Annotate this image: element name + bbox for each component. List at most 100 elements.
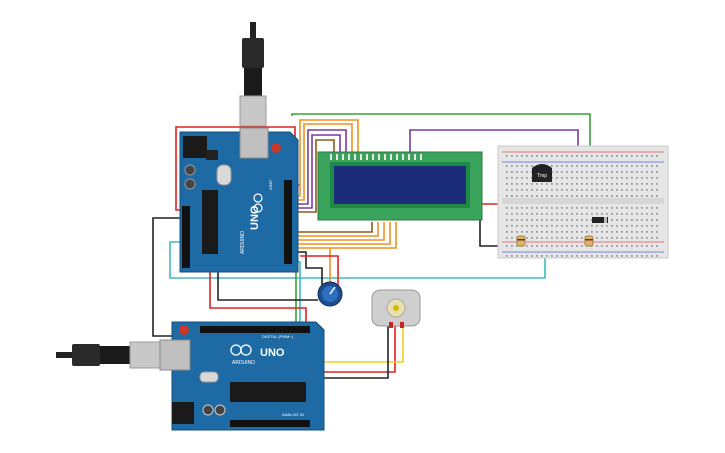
breadboard-hole (571, 245, 573, 247)
breadboard-hole (541, 213, 543, 215)
breadboard-hole (561, 231, 563, 233)
breadboard-hole (511, 165, 513, 167)
breadboard-hole (556, 231, 558, 233)
digital-header-bottom (200, 326, 310, 333)
breadboard-hole (556, 155, 558, 157)
temperature-sensor-icon[interactable]: Tmp (532, 164, 552, 182)
breadboard-hole (601, 171, 603, 173)
breadboard-hole (581, 171, 583, 173)
breadboard-hole (646, 207, 648, 209)
breadboard-hole (506, 155, 508, 157)
wire-red-2[interactable] (209, 254, 307, 322)
breadboard-hole (646, 255, 648, 257)
breadboard-hole (656, 213, 658, 215)
breadboard-hole (516, 255, 518, 257)
breadboard-hole (586, 177, 588, 179)
breadboard-hole (656, 207, 658, 209)
wire-orange-5[interactable] (290, 222, 391, 245)
breadboard-hole (656, 171, 658, 173)
breadboard-hole (596, 237, 598, 239)
breadboard-hole (651, 177, 653, 179)
breadboard-hole (621, 183, 623, 185)
breadboard-hole (606, 237, 608, 239)
breadboard-hole (526, 255, 528, 257)
breadboard-hole (656, 245, 658, 247)
breadboard-hole (511, 207, 513, 209)
breadboard-hole (601, 255, 603, 257)
breadboard-hole (566, 219, 568, 221)
breadboard-hole (561, 155, 563, 157)
breadboard-hole (586, 189, 588, 191)
usb-cable-bottom[interactable] (56, 341, 165, 369)
lcd-16x2[interactable] (317, 151, 483, 221)
breadboard-hole (611, 255, 613, 257)
wire-black-pot[interactable] (290, 251, 323, 292)
wire-purple-2[interactable] (290, 134, 341, 209)
resistor-icon-2[interactable] (584, 235, 594, 247)
breadboard-hole (546, 155, 548, 157)
reset-button-bottom[interactable] (179, 325, 189, 335)
breadboard-hole (616, 189, 618, 191)
breadboard-hole (621, 245, 623, 247)
breadboard-hole (606, 255, 608, 257)
breadboard-hole (556, 189, 558, 191)
breadboard-hole (546, 255, 548, 257)
breadboard-hole (516, 195, 518, 197)
breadboard-hole (556, 177, 558, 179)
wire-red-pot[interactable] (300, 255, 339, 292)
wire-brown-1[interactable] (290, 139, 335, 213)
breadboard-hole (596, 165, 598, 167)
wire-black-gnd[interactable] (152, 217, 186, 337)
breadboard-hole (591, 177, 593, 179)
breadboard-hole (516, 231, 518, 233)
breadboard-hole (551, 213, 553, 215)
usb-cable-top[interactable] (239, 22, 267, 127)
breadboard-hole (611, 231, 613, 233)
breadboard-hole (651, 165, 653, 167)
wire-orange-6[interactable] (290, 222, 397, 249)
breadboard-hole (581, 255, 583, 257)
breadboard-hole (601, 207, 603, 209)
breadboard-hole (551, 237, 553, 239)
breadboard-hole (631, 183, 633, 185)
breadboard-hole (541, 155, 543, 157)
breadboard-hole (531, 237, 533, 239)
breadboard-hole (546, 231, 548, 233)
breadboard-hole (511, 245, 513, 247)
wire-orange-2[interactable] (290, 123, 353, 201)
wire-orange-3[interactable] (290, 222, 379, 237)
breadboard-hole (571, 231, 573, 233)
wire-orange-4[interactable] (290, 222, 385, 241)
breadboard-hole (516, 171, 518, 173)
breadboard-hole (531, 213, 533, 215)
breadboard-hole (571, 195, 573, 197)
arduino-top[interactable]: UNO ARDUINO AREF (179, 127, 299, 273)
potentiometer-icon[interactable] (317, 281, 343, 307)
breadboard-hole (511, 255, 513, 257)
arduino-bottom[interactable]: UNO ARDUINO DIGITAL (PWM~) ANALOG IN (159, 321, 325, 431)
breadboard-hole (561, 189, 563, 191)
dc-motor-icon[interactable] (371, 289, 421, 328)
breadboard-hole (576, 219, 578, 221)
breadboard-hole (596, 155, 598, 157)
wire-purple-1[interactable] (290, 129, 347, 205)
wire-brown-2[interactable] (290, 222, 373, 233)
resistor-icon[interactable] (516, 235, 526, 247)
diode-icon[interactable] (592, 217, 608, 223)
board-logo-bottom: ARDUINO (232, 360, 255, 366)
breadboard[interactable]: Tmp (497, 145, 669, 259)
breadboard-hole (526, 225, 528, 227)
breadboard-hole (636, 195, 638, 197)
breadboard-hole (526, 219, 528, 221)
wire-red-motor[interactable] (318, 325, 396, 373)
breadboard-hole (651, 189, 653, 191)
breadboard-hole (506, 177, 508, 179)
reset-button[interactable] (271, 143, 281, 153)
digital-header (284, 180, 292, 264)
breadboard-hole (616, 177, 618, 179)
breadboard-hole (541, 225, 543, 227)
breadboard-hole (576, 183, 578, 185)
breadboard-hole (516, 155, 518, 157)
breadboard-hole (606, 189, 608, 191)
breadboard-hole (531, 183, 533, 185)
